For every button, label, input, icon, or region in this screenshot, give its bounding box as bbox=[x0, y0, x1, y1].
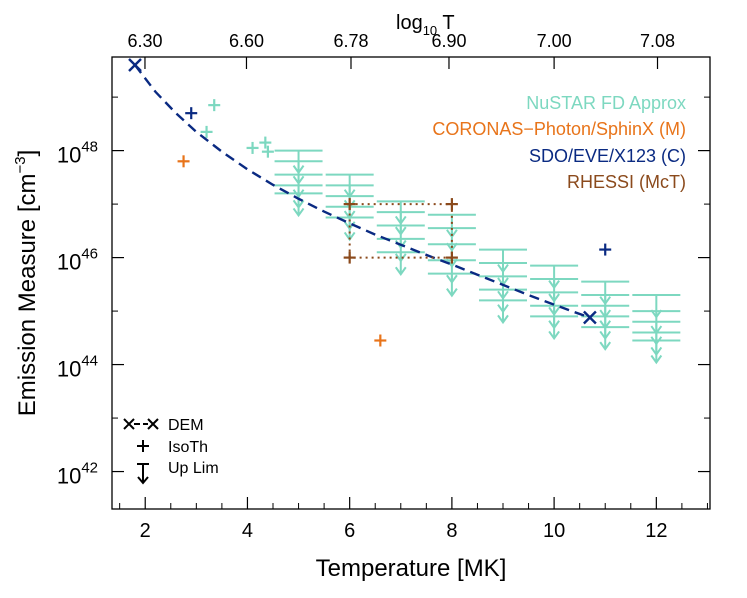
nustar-upper-limit-arrow bbox=[497, 314, 509, 325]
sdo-isoth-point bbox=[185, 107, 198, 120]
nustar-upper-limit-arrow bbox=[599, 341, 612, 351]
legend-coronas: CORONAS−Photon/SphinX (M) bbox=[432, 119, 686, 139]
rhessi-isoth-point bbox=[445, 251, 458, 264]
x-tick-label: 8 bbox=[446, 520, 457, 542]
top-tick-label: 6.60 bbox=[229, 31, 264, 51]
legend-nustar: NuSTAR FD Approx bbox=[526, 93, 686, 113]
top-tick-label: 6.78 bbox=[333, 31, 368, 51]
sdo-dem-endpoint-b bbox=[583, 310, 597, 325]
x-tick-label: 2 bbox=[140, 520, 151, 542]
sdo-dem-endpoint-b bbox=[128, 58, 142, 72]
symbol-key: DEM IsoTh Up Lim bbox=[123, 417, 219, 485]
key-isoth-label: IsoTh bbox=[168, 439, 208, 456]
y-tick-label: 1046 bbox=[57, 246, 98, 275]
plot-frame bbox=[111, 56, 711, 510]
nustar-upper-limit-group bbox=[632, 294, 681, 365]
key-uplim-label: Up Lim bbox=[168, 460, 219, 477]
top-axis-title-sub: 10 bbox=[423, 23, 437, 38]
sdo-dem-curve bbox=[134, 64, 591, 319]
x-tick-label: 4 bbox=[242, 520, 253, 542]
coronas-isoth-point bbox=[177, 155, 190, 168]
nustar-upper-limit-arrow bbox=[650, 354, 663, 365]
nustar-upper-limit-arrow bbox=[548, 330, 560, 341]
rhessi-isoth-point bbox=[343, 251, 356, 264]
y-axis-title-main: Emission Measure [cm bbox=[14, 174, 41, 417]
nustar-isoth-point bbox=[208, 99, 221, 112]
x-axis-title: Temperature [MK] bbox=[316, 555, 507, 582]
top-tick-label: 6.90 bbox=[431, 31, 466, 51]
legend: NuSTAR FD Approx CORONAS−Photon/SphinX (… bbox=[432, 93, 686, 192]
y-axis-title-close: ] bbox=[14, 150, 41, 157]
sdo-dem-endpoint bbox=[583, 310, 597, 325]
x-tick-label: 12 bbox=[645, 520, 667, 542]
top-axis-title-main: log bbox=[396, 12, 423, 34]
top-axis-title-tail: T bbox=[437, 12, 454, 34]
nustar-isoth-point bbox=[246, 141, 259, 154]
sdo-isoth-point bbox=[599, 243, 612, 256]
nustar-upper-limit-arrow bbox=[292, 207, 305, 218]
key-uplim-symbol bbox=[137, 463, 149, 485]
legend-sdo: SDO/EVE/X123 (C) bbox=[529, 146, 686, 166]
nustar-upper-limit-group bbox=[581, 280, 630, 351]
top-axis-title: log10 T bbox=[396, 12, 455, 38]
top-tick-label: 7.08 bbox=[640, 31, 675, 51]
rhessi-isoth-point bbox=[445, 198, 458, 211]
key-isoth-symbol bbox=[137, 440, 149, 452]
y-axis-title: Emission Measure [cm−3] bbox=[12, 150, 41, 417]
nustar-isoth-point bbox=[259, 136, 272, 149]
nustar-upper-limit-arrow bbox=[394, 266, 407, 276]
y-tick-label: 1048 bbox=[57, 139, 98, 168]
legend-rhessi: RHESSI (McT) bbox=[567, 172, 686, 192]
nustar-upper-limit-arrow bbox=[446, 288, 458, 298]
nustar-isoth-point bbox=[261, 145, 274, 158]
rhessi-isoth-point bbox=[343, 198, 356, 211]
nustar-upper-limit-group bbox=[479, 248, 527, 325]
key-dem-symbol bbox=[123, 418, 159, 430]
key-dem-label: DEM bbox=[168, 417, 204, 434]
nustar-upper-limit-group bbox=[530, 264, 579, 341]
coronas-isoth-point bbox=[374, 334, 387, 347]
x-tick-label: 10 bbox=[543, 520, 565, 542]
data-layer bbox=[128, 58, 681, 365]
sdo-dem-endpoint bbox=[128, 58, 142, 72]
top-tick-label: 6.30 bbox=[127, 31, 162, 51]
y-axis-title-sup: −3 bbox=[12, 156, 29, 173]
y-tick-label: 1042 bbox=[57, 460, 98, 489]
x-tick-label: 6 bbox=[344, 520, 355, 542]
axis-ticks: 2 4 6 8 10 12 6.30 6.60 6.78 6.90 7.00 7.08 1042 1044… bbox=[57, 31, 710, 542]
nustar-upper-limit-group bbox=[274, 149, 323, 218]
y-tick-label: 1044 bbox=[57, 353, 98, 382]
top-tick-label: 7.00 bbox=[537, 31, 572, 51]
nustar-isoth-point bbox=[200, 125, 213, 138]
